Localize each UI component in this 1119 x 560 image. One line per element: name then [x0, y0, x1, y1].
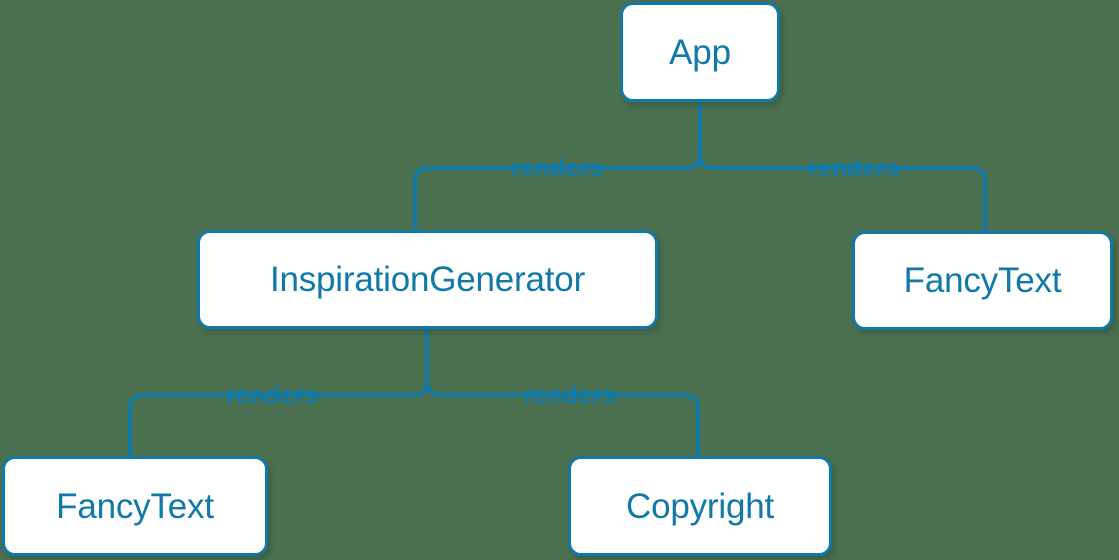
edge-app-trunk: [685, 102, 702, 170]
node-fancytext-right-label: FancyText: [903, 261, 1062, 300]
node-copyright-label: Copyright: [626, 486, 774, 526]
node-fancytext-bottom-label: FancyText: [56, 486, 214, 526]
node-copyright[interactable]: Copyright: [568, 456, 832, 556]
edge-label-inspiration-generator-to-fancytext: renders: [226, 381, 318, 410]
node-app-label: App: [669, 32, 731, 72]
edge-label-app-to-inspiration-generator: renders: [511, 154, 603, 183]
node-fancytext-bottom[interactable]: FancyText: [2, 456, 268, 556]
node-inspiration-generator[interactable]: InspirationGenerator: [197, 230, 658, 329]
edge-app-trunk-right: [698, 102, 715, 170]
edge-label-inspiration-generator-to-copyright: renders: [524, 381, 616, 410]
node-app[interactable]: App: [620, 2, 780, 102]
node-fancytext-right[interactable]: FancyText: [852, 231, 1113, 330]
edge-inspiration-trunk: [412, 329, 429, 397]
edge-label-app-to-fancytext: renders: [808, 154, 900, 183]
edge-inspiration-trunk-right: [425, 329, 442, 397]
node-inspiration-generator-label: InspirationGenerator: [269, 260, 586, 299]
